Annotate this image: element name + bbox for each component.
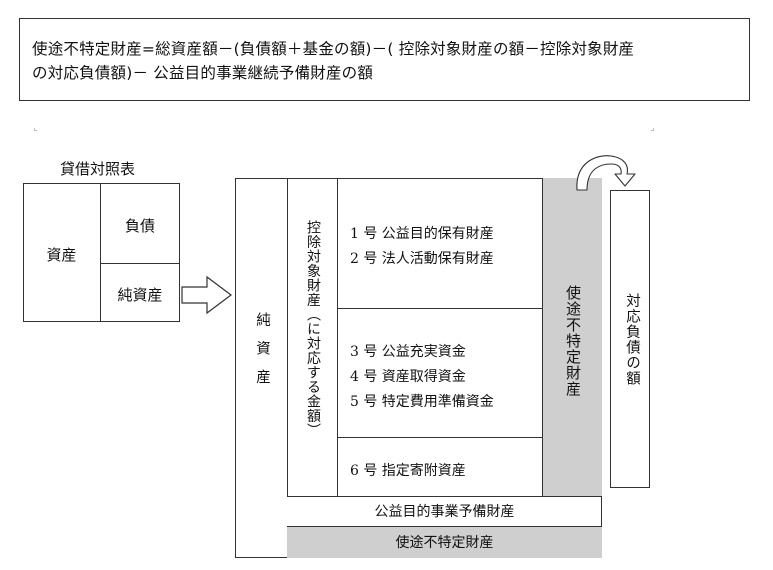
unspecified-assets-column [542,178,602,496]
unspecified-assets-bottom-band [287,527,602,558]
excluded-assets-vertical-label: 控除対象財産（に対応する金額） [305,220,321,438]
balance-sheet-title: 貸借対照表 [60,160,136,178]
excluded-item-3: 3 号 公益充実資金 [350,344,466,360]
column-divider-net [287,178,288,496]
column-divider-excluded [337,178,338,496]
right-arrow-icon [181,275,232,315]
curved-arrow-icon [576,155,636,191]
balance-sheet-divider-horizontal [100,263,180,264]
bottom-divider-2 [287,526,602,527]
balance-sheet-assets: 資産 [46,246,77,264]
unspecified-assets-bottom-label: 使途不特定財産 [395,535,494,551]
balance-sheet-liabilities: 負債 [124,217,155,235]
reserve-assets-label: 公益目的事業予備財産 [374,504,515,520]
unspecified-assets-vertical-label: 使途不特定財産 [564,285,582,397]
balance-sheet-net-assets: 純資産 [117,286,163,304]
row-divider-2 [337,437,542,438]
balance-sheet-box [23,183,180,322]
formula-line-2: の対応負債額)－ 公益目的事業継続予備財産の額 [32,64,374,82]
excluded-item-5: 5 号 特定費用準備資金 [350,394,494,410]
excluded-item-4: 4 号 資産取得資金 [350,369,466,385]
bottom-divider-1 [287,496,602,497]
corresponding-liabilities-label: 対応負債の額 [624,293,640,386]
formula-box: 使途不特定財産=総資産額－(負債額＋基金の額)－( 控除対象財産の額－控除対象財… [19,18,750,101]
corresponding-liabilities-box [610,190,650,488]
balance-sheet-divider-vertical [100,183,101,322]
corner-mark-right [651,128,654,131]
excluded-item-6: 6 号 指定寄附資産 [350,463,466,479]
formula-line-1: 使途不特定財産=総資産額－(負債額＋基金の額)－( 控除対象財産の額－控除対象財… [32,40,635,58]
corner-mark-left [34,128,37,131]
net-assets-vertical-label: 純資産 [254,312,270,398]
row-divider-1 [337,308,542,309]
excluded-item-2: 2 号 法人活動保有財産 [350,251,494,267]
excluded-item-1: 1 号 公益目的保有財産 [350,226,494,242]
